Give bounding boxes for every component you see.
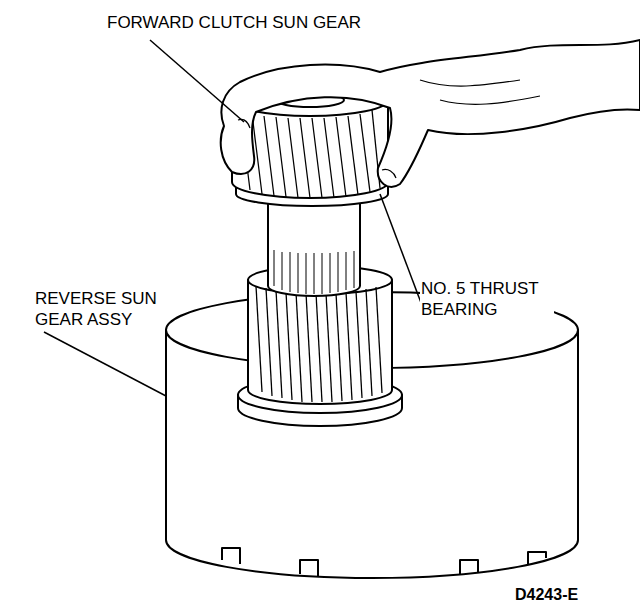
- leader-lines: [44, 40, 426, 396]
- hand: [221, 40, 640, 187]
- figure-code: D4243-E: [514, 584, 579, 605]
- part-name: REVERSE SUN GEAR ASSY: [34, 288, 161, 330]
- part-name: FORWARD CLUTCH SUN GEAR: [106, 12, 362, 33]
- part-name: NO. 5 THRUST BEARING: [420, 278, 554, 320]
